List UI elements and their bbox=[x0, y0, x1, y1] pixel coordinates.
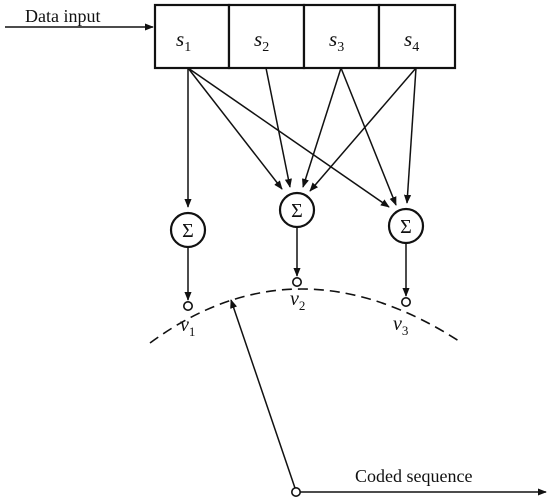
output-label-v3: v3 bbox=[393, 313, 408, 338]
output-label-v2: v2 bbox=[290, 288, 305, 313]
wire-s3-adder2 bbox=[302, 67, 342, 188]
register-label-s4: s4 bbox=[404, 27, 419, 55]
tap-v3 bbox=[400, 296, 411, 307]
wire-s4-adder2 bbox=[309, 67, 417, 192]
register-cell-s1 bbox=[153, 3, 231, 70]
shift-register: s1 s2 s3 s4 bbox=[153, 3, 457, 70]
adder-outputs bbox=[184, 227, 410, 301]
adder-1-symbol: Σ bbox=[182, 220, 194, 242]
commutator-arc bbox=[149, 288, 463, 344]
output-label-v1: v1 bbox=[180, 314, 195, 339]
register-cell-s2 bbox=[227, 3, 306, 70]
register-cell-s4 bbox=[377, 3, 457, 70]
register-label-s2: s2 bbox=[254, 27, 269, 55]
wire-s1-adder3 bbox=[187, 67, 390, 208]
register-cell-s3 bbox=[302, 3, 381, 70]
adder-3-symbol: Σ bbox=[400, 216, 412, 238]
wire-s4-adder3 bbox=[403, 67, 417, 204]
modulo-2-adders: Σ Σ Σ bbox=[169, 191, 425, 249]
tap-v1 bbox=[183, 300, 194, 311]
wire-s1-adder2 bbox=[187, 67, 283, 190]
register-label-s3: s3 bbox=[329, 27, 344, 55]
coded-sequence-label: Coded sequence bbox=[355, 466, 472, 486]
tap-connections bbox=[184, 67, 417, 208]
tap-v2 bbox=[291, 276, 302, 287]
adder-2-symbol: Σ bbox=[291, 200, 303, 222]
commutator-arm bbox=[230, 299, 297, 492]
data-input-label: Data input bbox=[25, 6, 100, 26]
wire-s3-adder3 bbox=[340, 67, 397, 206]
register-label-s1: s1 bbox=[176, 27, 191, 55]
wire-s2-adder2 bbox=[265, 67, 292, 188]
switch-pivot bbox=[290, 486, 301, 497]
